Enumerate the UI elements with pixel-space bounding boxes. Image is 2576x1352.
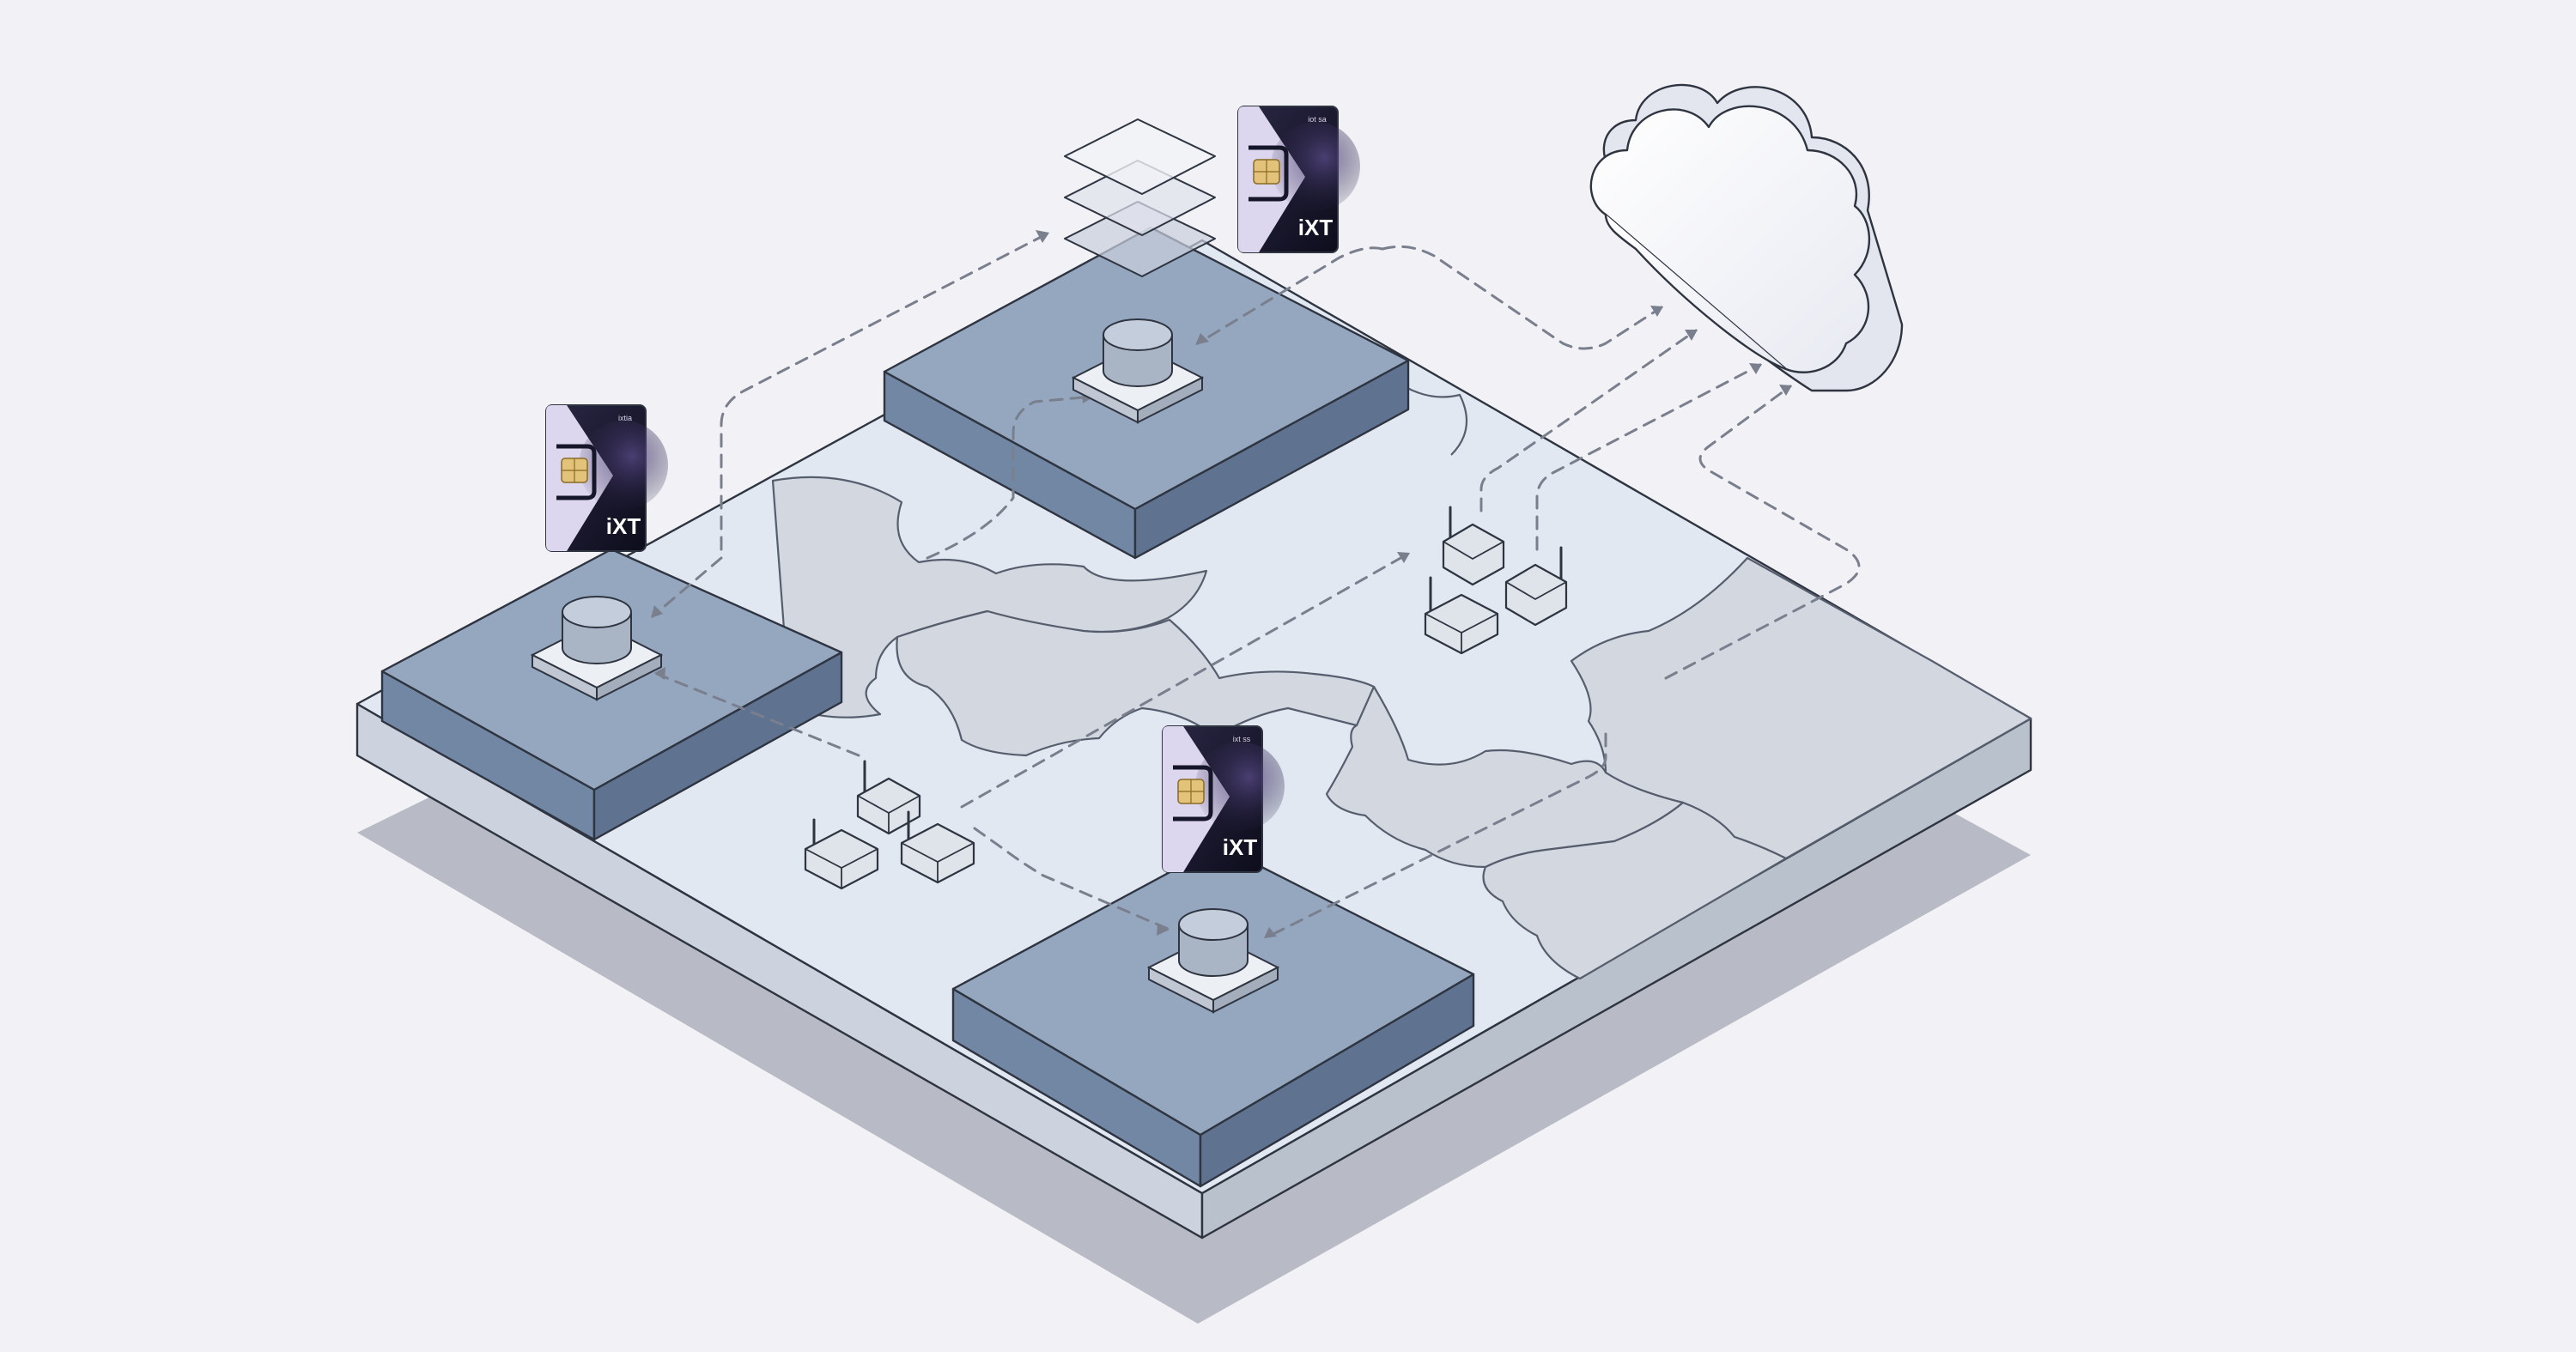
router-icon — [1424, 576, 1499, 655]
sim-brand-label: iXT — [1223, 834, 1258, 860]
sim-brand-label: iXT — [1298, 215, 1334, 240]
sim-card-bottom: ixt ss iXT — [1162, 725, 1285, 873]
connector-routers-a-to-routers-b — [960, 552, 1410, 809]
connector-routers-b-to-bottom-node — [1265, 732, 1607, 939]
connector-sim-top-to-cloud — [1381, 245, 1663, 350]
connector-routers-a-to-left-node — [655, 672, 860, 757]
router-icon — [1504, 546, 1568, 627]
region-northeast-border — [1390, 377, 1468, 456]
router-icon — [900, 810, 975, 884]
connector-routers-b2-to-cloud — [1535, 363, 1762, 551]
connector-sim-top-to-node — [1196, 246, 1384, 345]
sim-brand-label: iXT — [606, 513, 641, 539]
connector-routers-b1-to-cloud — [1479, 329, 1698, 512]
sim-small-label: ixtia — [618, 414, 632, 422]
region-north — [771, 476, 1208, 718]
region-southeast — [1482, 801, 1788, 980]
router-icon — [1442, 506, 1505, 586]
database-node-icon — [1071, 318, 1205, 424]
sim-card-left: ixtia iXT — [545, 404, 668, 552]
layer-stack-icon — [1064, 118, 1216, 277]
connector-left-to-left-node — [651, 556, 723, 618]
connector-east-to-cloud — [1664, 385, 1861, 680]
router-icon — [804, 818, 879, 890]
connectors — [651, 232, 1861, 939]
database-node-icon — [1146, 908, 1280, 1014]
router-icon — [856, 760, 921, 835]
connector-routers-a-to-bottom-node — [973, 827, 1170, 931]
router-cluster-b — [1424, 506, 1568, 655]
map-regions — [771, 377, 2032, 980]
connector-left-to-layers — [720, 232, 1049, 551]
sim-card-top: iot sa iXT — [1237, 106, 1360, 253]
cloud-icon — [1589, 83, 1904, 392]
sim-small-label: ixt ss — [1233, 735, 1251, 743]
region-central — [896, 609, 1381, 757]
router-cluster-a — [804, 760, 975, 890]
database-node-icon — [530, 596, 664, 701]
sim-small-label: iot sa — [1308, 115, 1327, 124]
connector-left-sim-to-top-node — [926, 395, 1094, 560]
